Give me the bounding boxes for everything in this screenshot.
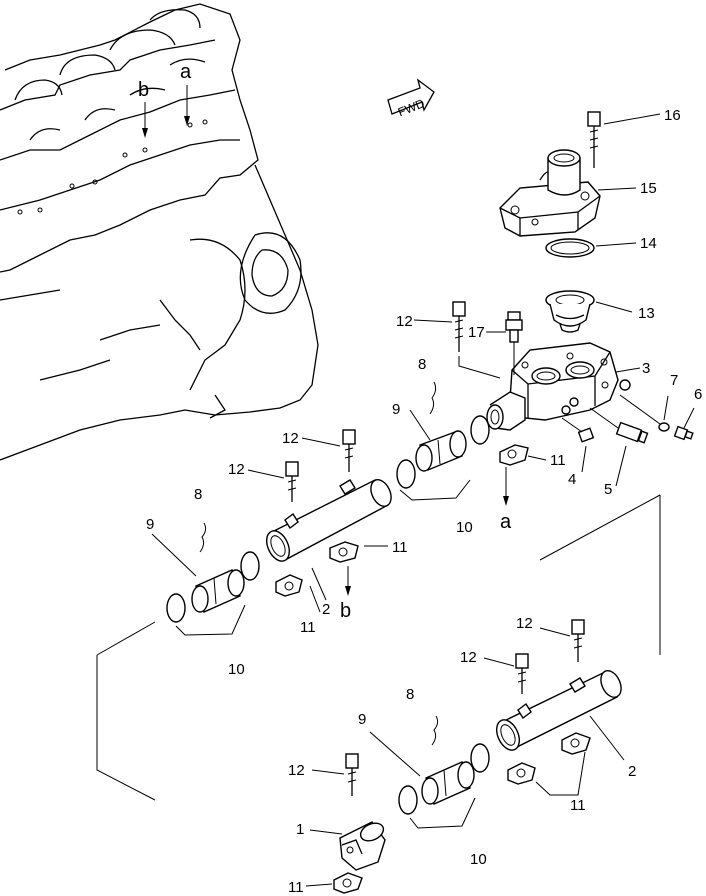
callout-10-c: 10 [470,851,487,868]
callout-7: 7 [670,372,678,389]
callout-4: 4 [568,471,576,488]
forward-label: FWD [396,96,427,119]
callout-15: 15 [640,180,657,197]
bolt-12-mid-a [342,429,356,472]
gasket-11-mid-left [275,574,303,597]
callout-16: 16 [664,107,681,124]
leader-frame-left [96,621,156,656]
callout-10-a: 10 [456,519,473,536]
reference-a-bottom-label: a [500,511,512,533]
callout-8-c: 8 [406,686,414,703]
gasket-11-housing [499,444,529,466]
callout-13: 13 [638,305,655,322]
leader-11-low [535,751,586,796]
callout-6: 6 [694,386,702,403]
callout-10-b: 10 [228,661,245,678]
callout-11-a: 11 [550,452,566,469]
reference-a-engine: a [180,61,192,126]
callout-11-e: 11 [288,879,304,896]
gasket-11-low-left [507,762,536,785]
bolt-12-low-b [515,653,529,694]
connector-9-lower [398,715,490,829]
thermostat-housing-3 [486,342,631,431]
fitting-17 [505,311,523,375]
reference-b-label: b [138,79,149,101]
callout-12-a: 12 [396,313,413,330]
callout-9-a: 9 [392,401,400,418]
callout-11-c: 11 [300,619,316,636]
engine-block [0,3,319,461]
bolt-16 [587,111,601,168]
callout-12-e: 12 [460,649,477,666]
reference-b-arrow: b [340,566,351,622]
callout-8-a: 8 [418,356,426,373]
gasket-11-low-right [561,732,591,755]
callout-2-b: 2 [628,763,636,780]
callout-12-d: 12 [516,615,533,632]
callout-14: 14 [640,235,657,252]
leader-frame-top [539,494,661,561]
callout-11-b: 11 [392,539,408,556]
callout-12-f: 12 [288,762,305,779]
callout-12-b: 12 [282,430,299,447]
callout-11-d: 11 [570,797,586,814]
callout-17: 17 [468,324,485,341]
plug-6 [673,425,694,441]
bolt-12-bottom [345,753,359,796]
callout-12-c: 12 [228,461,245,478]
thermostat-13 [545,290,595,333]
connector-9-upper [396,381,490,501]
callout-9-c: 9 [358,711,366,728]
gasket-11-bottom [333,872,363,894]
washer-7 [658,422,670,432]
leader-lines [151,113,695,887]
reference-a-label: a [180,61,192,83]
callout-9-b: 9 [146,516,154,533]
plug-4 [561,417,595,443]
callout-5: 5 [604,481,612,498]
callout-8-b: 8 [194,486,202,503]
sensor-5 [589,407,649,444]
reference-a-arrow: a [500,467,512,533]
reference-b-bottom-label: b [340,600,351,622]
callout-2-a: 2 [322,601,330,618]
reference-b-engine: b [138,79,149,138]
bolt-12-low-a [571,619,585,662]
bolt-12-mid-b [285,461,299,502]
water-pipe-2-lower [495,670,622,751]
gasket-11-mid-right [329,541,359,563]
thermostat-cover-15 [499,149,601,237]
callout-labels: 16 15 14 13 3 12 17 7 6 8 9 11 4 5 10 12… [146,107,702,896]
callout-3: 3 [642,360,650,377]
leader-frame-left-bottom [96,655,156,801]
elbow-1 [339,821,386,871]
water-pipe-2-upper [265,479,392,562]
connector-9-middle [166,522,260,636]
forward-direction-arrow: FWD [387,78,435,119]
callout-1: 1 [296,821,304,838]
bolt-12-housing [452,301,501,379]
